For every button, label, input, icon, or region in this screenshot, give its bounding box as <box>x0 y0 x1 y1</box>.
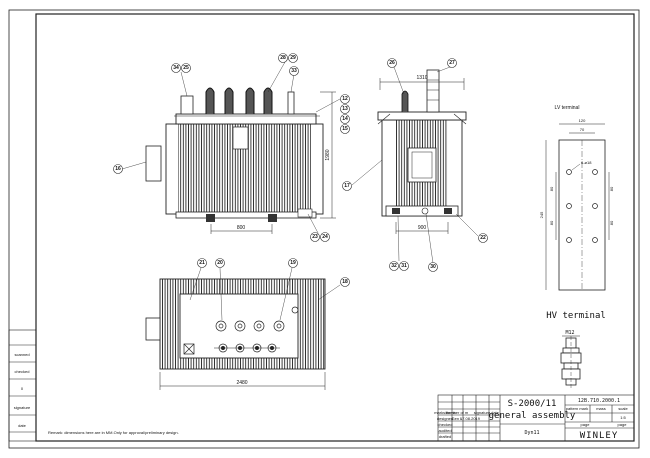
hv-bushings <box>205 87 273 114</box>
row-number: number of m <box>446 410 469 415</box>
dim-80-right-upper: 80 <box>609 186 614 191</box>
vector-group: Dyn11 <box>524 430 539 436</box>
row-audited: audited <box>438 428 451 433</box>
assembly-title: general assembly <box>489 411 576 421</box>
dim-1310: 1310 <box>416 75 427 81</box>
hv-thread-spec: M12 <box>565 330 574 336</box>
dim-2480: 2480 <box>236 380 247 386</box>
callout-32: 32 <box>391 263 397 269</box>
dim-80-left-lower: 80 <box>549 220 554 225</box>
label-zero: 0 <box>21 386 24 391</box>
nameplate <box>232 126 249 150</box>
front-callouts: 34 25 28 29 33 12 13 14 15 16 23 24 <box>113 53 350 242</box>
col-pattern-mark: pattern mark <box>566 406 588 411</box>
lv-terminal-title: LV terminal <box>555 105 580 111</box>
callout-26: 26 <box>389 60 395 66</box>
label-scanned: scanned <box>14 352 29 357</box>
callout-30: 30 <box>430 264 436 270</box>
row-designed: designed <box>437 416 453 421</box>
lv-terminal: LV terminal 120 70 245 80 80 80 80 6-ø18 <box>539 105 614 291</box>
col-scale: scale <box>618 406 628 411</box>
dim-1980: 1980 <box>325 149 331 160</box>
callout-18: 18 <box>342 279 348 285</box>
row-drafted: drafted <box>439 434 451 439</box>
left-label-panel: scanned checked 0 signature date <box>8 329 37 442</box>
callout-27: 27 <box>449 60 455 66</box>
dim-80-left-upper: 80 <box>549 186 554 191</box>
title-block-text: S-2000/11 general assembly Dyn11 12B.710… <box>434 398 628 441</box>
callout-28: 28 <box>280 55 286 61</box>
callout-12: 12 <box>342 96 348 102</box>
hv-terminal-title: HV terminal <box>546 311 606 321</box>
row-signature: signature <box>474 410 491 415</box>
side-view: 1310 900 26 27 17 22 32 31 30 <box>342 58 488 272</box>
remark-text: Remark: dimensions here are in MM.Only f… <box>48 430 179 435</box>
company-name: WINLEY <box>580 431 619 441</box>
hv-terminal: HV terminal M12 <box>546 311 606 388</box>
callout-21: 21 <box>199 260 205 266</box>
callout-34: 34 <box>173 65 179 71</box>
dim-245: 245 <box>539 211 544 218</box>
scale-value: 1:5 <box>620 415 626 420</box>
top-callouts: 21 20 19 18 <box>197 258 350 287</box>
callout-33: 33 <box>291 68 297 74</box>
page-left: page <box>581 422 591 427</box>
callout-20: 20 <box>217 260 223 266</box>
title-block <box>437 394 635 442</box>
callout-25: 25 <box>183 65 189 71</box>
callout-23: 23 <box>312 234 318 240</box>
dim-900: 900 <box>418 225 427 231</box>
row-date-value: 17.08.2019 <box>460 416 481 421</box>
dim-70: 70 <box>580 127 585 132</box>
page-right: page <box>618 422 628 427</box>
callout-14: 14 <box>342 116 348 122</box>
callout-17: 17 <box>344 183 350 189</box>
col-mass: mass <box>596 406 606 411</box>
row-date: date <box>491 410 500 415</box>
row-checked: checked <box>438 422 453 427</box>
side-callouts: 26 27 17 22 32 31 30 <box>342 58 488 272</box>
label-signature: signature <box>14 405 31 410</box>
top-view: 2480 21 20 19 18 <box>145 258 350 390</box>
label-checked: checked <box>15 369 30 374</box>
callout-29: 29 <box>290 55 296 61</box>
dim-80-right-lower: 80 <box>609 220 614 225</box>
row-genl: Gen L <box>452 416 464 421</box>
callout-22: 22 <box>480 235 486 241</box>
callout-16: 16 <box>115 166 121 172</box>
callout-24: 24 <box>322 234 328 240</box>
dim-800: 800 <box>237 225 246 231</box>
callout-19: 19 <box>290 260 296 266</box>
callout-31: 31 <box>401 263 407 269</box>
dim-120: 120 <box>579 118 586 123</box>
callout-15: 15 <box>342 126 348 132</box>
sheet-border <box>8 9 640 449</box>
drawing-number: 12B.710.2000.1 <box>578 398 620 404</box>
hole-spec: 6-ø18 <box>581 160 592 165</box>
callout-13: 13 <box>342 106 348 112</box>
label-date: date <box>18 423 27 428</box>
row-marks: marks/items <box>434 410 456 415</box>
model-number: S-2000/11 <box>508 399 557 409</box>
front-view: 800 1980 34 25 28 29 33 12 13 14 15 16 2… <box>113 53 350 242</box>
